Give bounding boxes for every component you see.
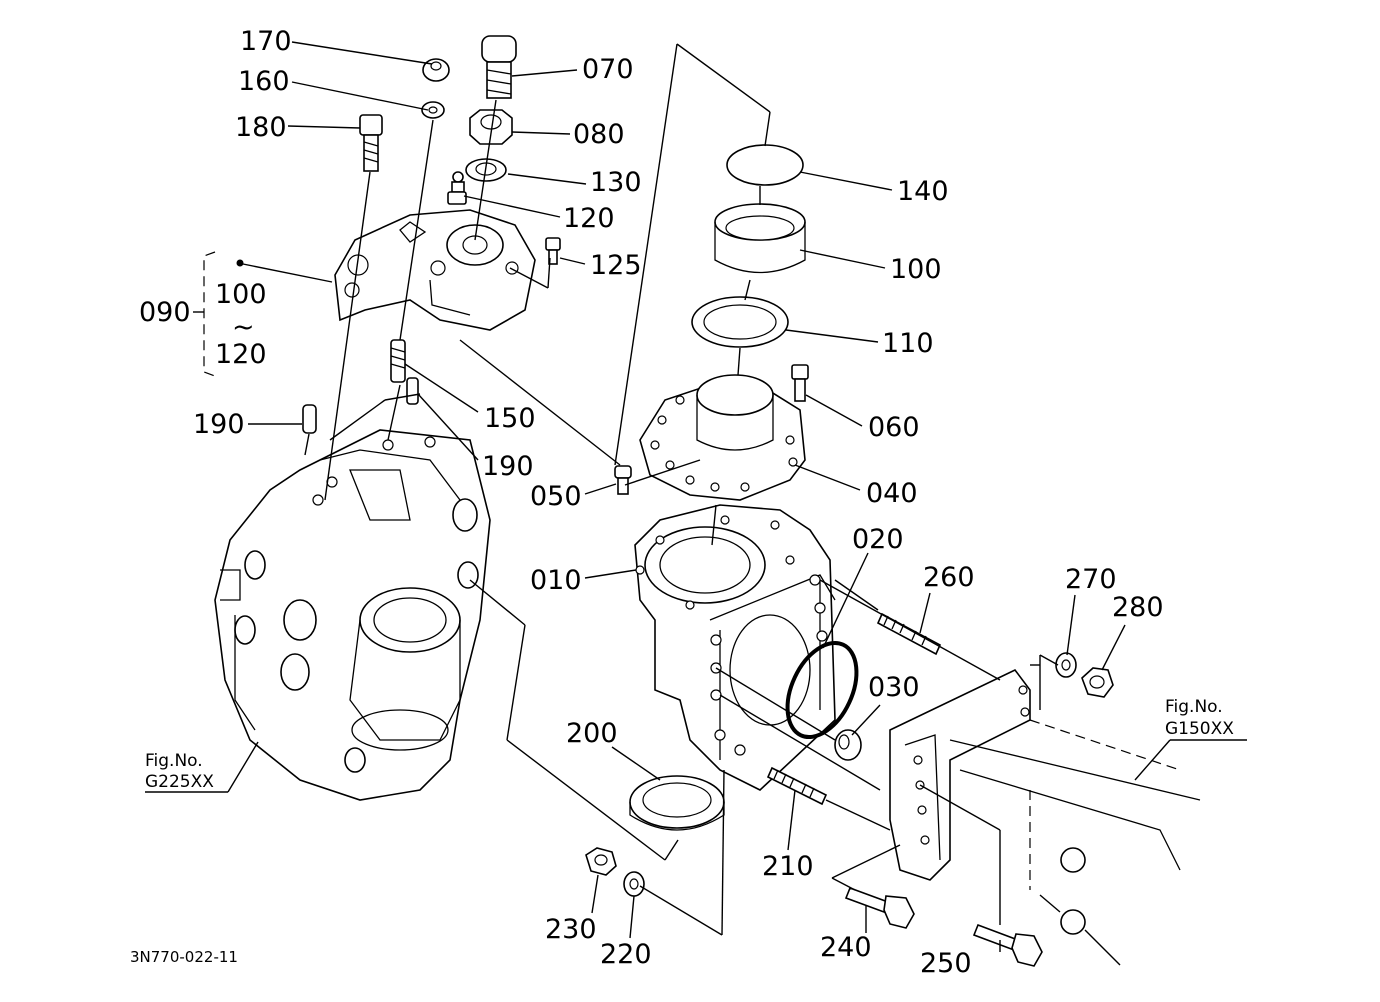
label-050: 050 [530, 481, 582, 512]
stud-260 [876, 612, 942, 656]
bolt-240 [844, 886, 915, 929]
drawing-code: 3N770-022-11 [130, 948, 238, 966]
axle-bracket [889, 668, 1201, 935]
left-gear-case [214, 429, 491, 801]
cap-140 [726, 144, 804, 186]
leader-lines [145, 41, 1247, 966]
stud-150 [390, 339, 419, 405]
label-120: 120 [563, 203, 615, 234]
bolt-050 [614, 465, 632, 495]
knuckle-arm-assembly [334, 209, 536, 331]
label-125: 125 [590, 250, 642, 281]
label-260: 260 [923, 562, 975, 593]
oil-seal-200 [629, 775, 725, 831]
nut-080 [469, 109, 513, 145]
label-230: 230 [545, 914, 597, 945]
washer-270 [1055, 652, 1077, 678]
label-060: 060 [868, 412, 920, 443]
washer-220 [623, 871, 645, 897]
label-190-stud: 190 [482, 451, 534, 482]
group-bracket-090 [193, 251, 244, 377]
label-100: 100 [890, 254, 942, 285]
label-100-range-start: 100 [215, 279, 267, 310]
part-labels: 170 160 180 090 100 ~ 120 190 070 080 13… [139, 26, 1164, 979]
stud-210 [766, 766, 828, 806]
label-130: 130 [590, 167, 642, 198]
nut-280 [1081, 667, 1114, 698]
left-fig-ref-code: G225XX [145, 772, 214, 792]
label-040: 040 [866, 478, 918, 509]
bolt-060 [791, 364, 809, 402]
label-090: 090 [139, 297, 191, 328]
label-210: 210 [762, 851, 814, 882]
o-ring-020 [785, 640, 859, 740]
collar-030 [834, 729, 862, 761]
washer-160 [421, 101, 445, 119]
label-280: 280 [1112, 592, 1164, 623]
label-030: 030 [868, 672, 920, 703]
nut-170 [422, 58, 450, 82]
label-270: 270 [1065, 564, 1117, 595]
label-170: 170 [240, 26, 292, 57]
label-250: 250 [920, 948, 972, 979]
figure-references: Fig.No. G225XX Fig.No. G150XX 3N770-022-… [130, 697, 1234, 966]
knuckle-housing-010 [634, 504, 836, 791]
label-080: 080 [573, 119, 625, 150]
bolt-180 [359, 114, 383, 172]
pin-190 [302, 404, 317, 434]
label-010: 010 [530, 565, 582, 596]
label-070: 070 [582, 54, 634, 85]
bearing-cover-040 [639, 374, 806, 501]
left-fig-ref-label: Fig.No. [145, 751, 203, 771]
bushing-100 [714, 203, 806, 274]
label-160: 160 [238, 66, 290, 97]
label-150: 150 [484, 403, 536, 434]
right-fig-ref-code: G150XX [1165, 719, 1234, 739]
label-020: 020 [852, 524, 904, 555]
nut-230 [585, 847, 617, 876]
label-220: 220 [600, 939, 652, 970]
plug-070 [481, 35, 517, 99]
label-190-pin: 190 [193, 409, 245, 440]
grease-nipple-120 [447, 171, 467, 205]
bolt-250 [972, 923, 1043, 967]
label-120-range-end: 120 [215, 339, 267, 370]
label-200: 200 [566, 718, 618, 749]
bolt-125 [545, 237, 561, 265]
label-140: 140 [897, 176, 949, 207]
label-180: 180 [235, 112, 287, 143]
label-110: 110 [882, 328, 934, 359]
seal-110 [691, 296, 789, 348]
right-fig-ref-label: Fig.No. [1165, 697, 1223, 717]
label-240: 240 [820, 932, 872, 963]
label-range-tilde: ~ [232, 312, 255, 343]
